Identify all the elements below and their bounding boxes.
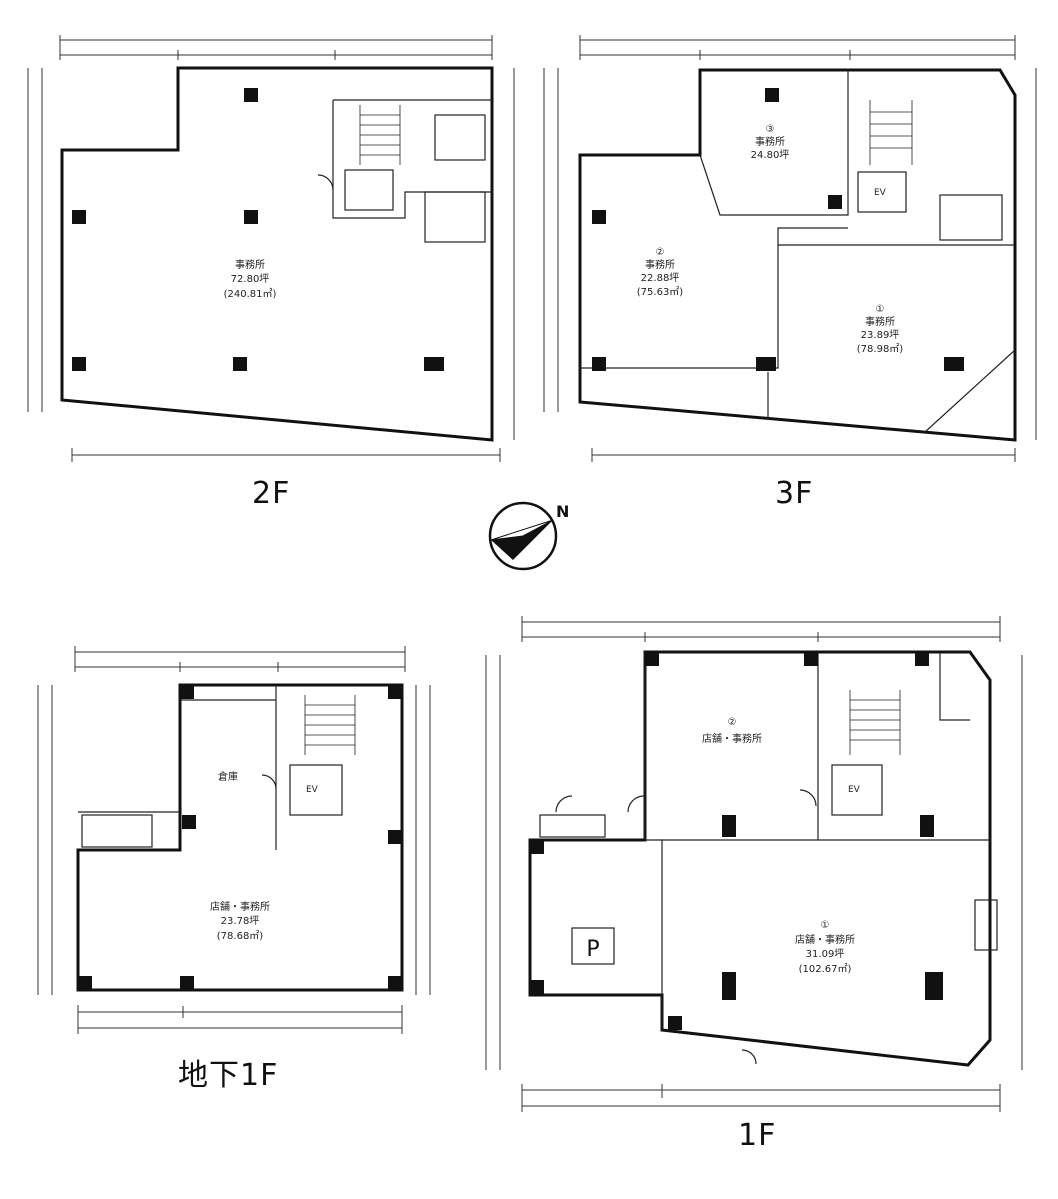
room-3f-ev: EV — [874, 188, 887, 198]
room-b1f-area: (78.68㎡) — [217, 930, 264, 942]
room-1f-1-area: (102.67㎡) — [799, 963, 852, 975]
north-arrow-icon — [488, 501, 558, 571]
floor-label-b1f: 地下1F — [178, 1058, 279, 1093]
room-3f-3-tsubo: 24.80坪 — [751, 148, 790, 161]
room-3f-1-name: 事務所 — [865, 315, 895, 328]
room-3f-2-no: ② — [656, 247, 665, 258]
room-1f-ev: EV — [848, 785, 861, 795]
room-b1f-ev: EV — [306, 785, 319, 795]
room-3f-1-tsubo: 23.89坪 — [861, 328, 900, 341]
plan-3f: ③ 事務所 24.80坪 ② 事務所 22.88坪 (75.63㎡) ① 事務所… — [543, 35, 1037, 462]
parking-sign: P — [586, 937, 599, 962]
room-1f-1-tsubo: 31.09坪 — [806, 947, 845, 960]
floor-label-1f: 1F — [738, 1118, 777, 1153]
room-3f-1-no: ① — [876, 304, 885, 315]
room-3f-1-area: (78.98㎡) — [857, 343, 904, 355]
room-2f-area: (240.81㎡) — [224, 288, 277, 300]
room-2f-tsubo: 72.80坪 — [231, 272, 270, 285]
room-3f-3-name: 事務所 — [755, 135, 785, 148]
floor-label-3f: 3F — [775, 476, 814, 511]
plan-1f: P ② 店舗・事務所 ① 店舗・事務所 31.09坪 (102.67㎡) EV — [485, 616, 1023, 1112]
room-1f-2-no: ② — [728, 717, 737, 728]
room-1f-1-name: 店舗・事務所 — [795, 933, 855, 946]
room-3f-2-area: (75.63㎡) — [637, 286, 684, 298]
floor-label-2f: 2F — [252, 476, 291, 511]
plan-2f: 事務所 72.80坪 (240.81㎡) — [27, 35, 515, 462]
room-b1f-storage: 倉庫 — [218, 770, 238, 783]
north-label: N — [556, 502, 570, 521]
room-3f-2-name: 事務所 — [645, 258, 675, 271]
room-b1f-name: 店舗・事務所 — [210, 900, 270, 913]
room-3f-2-tsubo: 22.88坪 — [641, 271, 680, 284]
room-3f-3-no: ③ — [766, 124, 775, 135]
plan-b1f: 倉庫 店舗・事務所 23.78坪 (78.68㎡) EV — [37, 646, 431, 1034]
room-1f-1-no: ① — [821, 920, 830, 931]
room-1f-2-name: 店舗・事務所 — [702, 732, 762, 745]
room-b1f-tsubo: 23.78坪 — [221, 914, 260, 927]
room-2f-name: 事務所 — [235, 258, 265, 271]
